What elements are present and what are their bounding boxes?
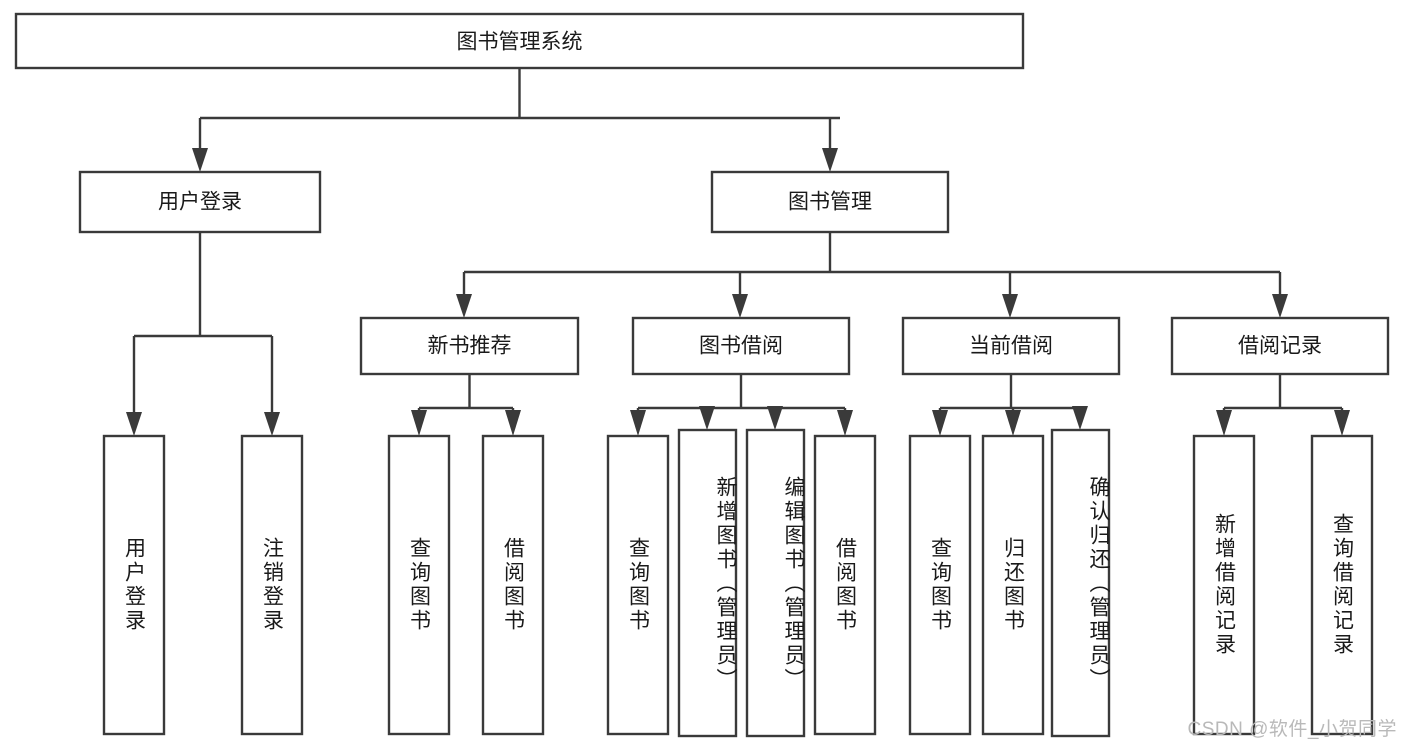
- node-book-management-box[interactable]: [710, 170, 950, 234]
- leaf-add-book-admin-box[interactable]: [677, 428, 738, 738]
- arrow-bb-to-leaf-add-book: [699, 406, 715, 430]
- arrow-nbr-to-leaf-query-book: [411, 410, 427, 436]
- node-new-book-recommend[interactable]: 新书推荐: [359, 316, 580, 376]
- node-book-management-label: 图书管理: [788, 191, 872, 214]
- leaf-edit-book-admin-box[interactable]: [745, 428, 806, 738]
- node-user-login-box[interactable]: [78, 170, 322, 234]
- arrow-bm-to-borrow-record: [1272, 294, 1288, 318]
- leaf-return-book-box[interactable]: [981, 434, 1045, 736]
- edge-group-borrow-record: [1216, 374, 1350, 436]
- node-user-login[interactable]: 用户登录: [78, 170, 322, 234]
- node-root-box[interactable]: [14, 12, 1025, 70]
- arrow-br-to-leaf-add-record: [1216, 410, 1232, 436]
- csdn-watermark: CSDN @软件_小贺同学: [1187, 719, 1397, 740]
- node-borrow-record[interactable]: 借阅记录: [1170, 316, 1390, 376]
- arrow-ul-to-leaf-user-login: [126, 412, 142, 436]
- node-current-borrow-label: 当前借阅: [969, 335, 1053, 358]
- leaf-confirm-return-admin-box[interactable]: [1050, 428, 1111, 738]
- node-book-borrow-label: 图书借阅: [699, 335, 783, 358]
- edge-group-current-borrow: [932, 374, 1088, 436]
- arrow-nbr-to-leaf-borrow-book: [505, 410, 521, 436]
- leaf-borrow-book-rec-box[interactable]: [481, 434, 545, 736]
- edge-group-root: [192, 68, 840, 172]
- node-user-login-label: 用户登录: [158, 191, 242, 214]
- leaf-query-borrow-record-box[interactable]: [1310, 434, 1374, 736]
- edge-group-new-book-recommend: [411, 374, 521, 436]
- arrow-bb-to-leaf-edit-book: [767, 406, 783, 430]
- leaf-query-book-borrow-box[interactable]: [606, 434, 670, 736]
- arrow-br-to-leaf-query-record: [1334, 410, 1350, 436]
- edge-group-book-management: [456, 232, 1288, 318]
- arrow-ul-to-leaf-logout: [264, 412, 280, 436]
- arrow-bb-to-leaf-borrow-book: [837, 410, 853, 436]
- leaf-boxes: [102, 428, 1374, 738]
- node-borrow-record-label: 借阅记录: [1238, 335, 1322, 358]
- arrow-root-to-user-login: [192, 148, 208, 172]
- leaf-logout-box[interactable]: [240, 434, 304, 736]
- node-current-borrow-box[interactable]: [901, 316, 1121, 376]
- node-book-management[interactable]: 图书管理: [710, 170, 950, 234]
- node-new-book-recommend-label: 新书推荐: [428, 335, 512, 358]
- arrow-root-to-book-management: [822, 148, 838, 172]
- leaf-user-login-box[interactable]: [102, 434, 166, 736]
- node-book-borrow-box[interactable]: [631, 316, 851, 376]
- arrow-bm-to-new-book-recommend: [456, 294, 472, 318]
- arrow-bm-to-book-borrow: [732, 294, 748, 318]
- arrow-cb-to-leaf-confirm-return: [1072, 406, 1088, 430]
- arrow-bm-to-current-borrow: [1002, 294, 1018, 318]
- leaf-add-borrow-record-box[interactable]: [1192, 434, 1256, 736]
- edge-group-book-borrow: [630, 374, 853, 436]
- edge-group-user-login: [126, 232, 280, 436]
- node-root[interactable]: 图书管理系统: [14, 12, 1025, 70]
- node-new-book-recommend-box[interactable]: [359, 316, 580, 376]
- node-book-borrow[interactable]: 图书借阅: [631, 316, 851, 376]
- node-root-label: 图书管理系统: [457, 31, 583, 54]
- arrow-cb-to-leaf-query-book: [932, 410, 948, 436]
- node-borrow-record-box[interactable]: [1170, 316, 1390, 376]
- arrow-cb-to-leaf-return-book: [1005, 410, 1021, 436]
- node-current-borrow[interactable]: 当前借阅: [901, 316, 1121, 376]
- leaf-query-book-rec-box[interactable]: [387, 434, 451, 736]
- leaf-query-book-current-box[interactable]: [908, 434, 972, 736]
- leaf-borrow-book-box[interactable]: [813, 434, 877, 736]
- arrow-bb-to-leaf-query-book: [630, 410, 646, 436]
